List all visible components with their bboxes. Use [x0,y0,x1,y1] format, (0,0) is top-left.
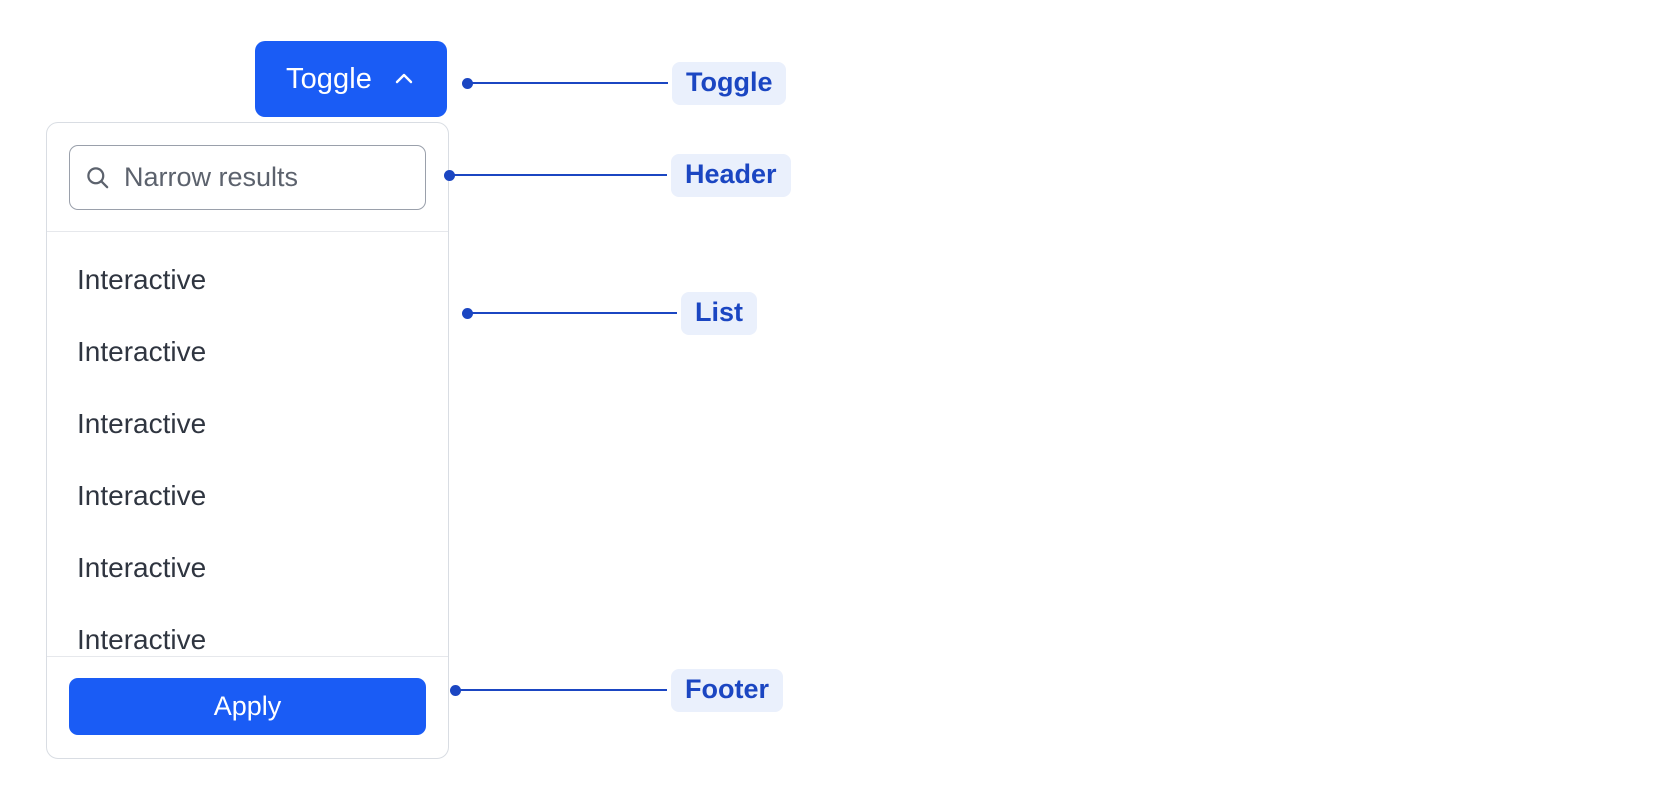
list-item[interactable]: Interactive [47,388,448,460]
search-icon [84,164,111,191]
dropdown-list: Interactive Interactive Interactive Inte… [47,232,448,656]
annotation-dot-icon [450,684,461,696]
apply-button[interactable]: Apply [69,678,426,735]
list-item-label: Interactive [77,408,207,439]
annotation-dot-icon [444,169,455,181]
list-item-label: Interactive [77,624,207,655]
list-item[interactable]: Interactive [47,244,448,316]
annotation-footer: Footer [450,668,783,712]
annotation-dot-icon [462,307,473,319]
search-input[interactable] [124,162,411,193]
list-item-label: Interactive [77,264,207,295]
annotation-toggle: Toggle [462,61,787,105]
list-item[interactable]: Interactive [47,460,448,532]
search-field[interactable] [69,145,426,210]
dropdown-panel: Interactive Interactive Interactive Inte… [46,122,449,759]
dropdown-footer: Apply [47,656,448,758]
list-item[interactable]: Interactive [47,604,448,656]
annotation-leader-line [472,311,677,315]
annotation-dot-icon [462,77,473,89]
annotation-leader-line [460,688,667,692]
list-item-label: Interactive [77,552,207,583]
annotation-leader-line [472,81,668,85]
list-item[interactable]: Interactive [47,532,448,604]
dropdown-header [47,123,448,232]
annotation-label: Toggle [672,61,787,105]
annotation-leader-line [454,173,667,177]
annotation-label: List [681,291,758,335]
list-item-label: Interactive [77,480,207,511]
list-item-label: Interactive [77,336,207,367]
annotation-header: Header [444,153,791,197]
chevron-up-icon [392,67,416,91]
toggle-button-label: Toggle [285,62,373,95]
annotation-label: Footer [671,668,783,712]
annotation-label: Header [671,153,791,197]
annotation-list: List [462,291,758,335]
list-item[interactable]: Interactive [47,316,448,388]
toggle-button[interactable]: Toggle [255,41,447,117]
